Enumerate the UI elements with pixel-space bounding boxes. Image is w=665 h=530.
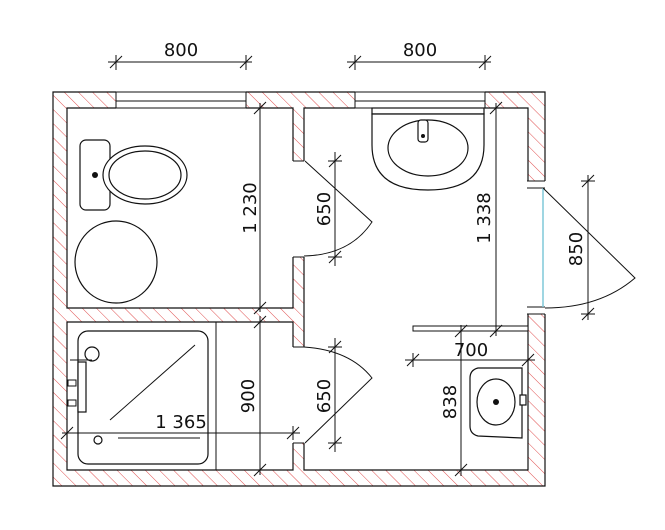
dim-window-left-label: 800 <box>164 40 198 61</box>
door-wc <box>292 150 373 268</box>
window-left <box>115 90 247 109</box>
dim-wc-depth: 1 230 <box>240 101 267 315</box>
bath-faucet <box>67 346 100 413</box>
washbasin-small <box>469 367 527 439</box>
dim-bath-room-depth: 900 <box>238 315 267 477</box>
dim-vanity-width: 700 <box>405 340 535 367</box>
door-bath <box>292 346 373 444</box>
toilet <box>79 139 188 211</box>
dim-hall-depth-label: 1 338 <box>474 192 495 244</box>
vanity-partition <box>412 325 529 332</box>
dim-wc-depth-label: 1 230 <box>240 182 261 234</box>
dim-window-left: 800 <box>108 40 253 70</box>
dim-entrance-door-label: 850 <box>566 232 587 266</box>
window-right <box>354 90 486 109</box>
walls <box>52 91 546 487</box>
dim-door-wc: 650 <box>314 152 342 266</box>
dim-vanity-depth: 838 <box>440 324 468 477</box>
dim-window-right: 800 <box>347 40 492 70</box>
dim-hall-depth: 1 338 <box>474 101 503 338</box>
door-entrance <box>527 180 636 315</box>
dim-vanity-depth-label: 838 <box>440 385 461 419</box>
round-fixture <box>74 220 158 304</box>
dim-bath-length-label: 1 365 <box>155 412 207 433</box>
dim-window-right-label: 800 <box>403 40 437 61</box>
dim-door-bath-label: 650 <box>314 379 335 413</box>
dim-bath-room-depth-label: 900 <box>238 379 259 413</box>
dim-vanity-width-label: 700 <box>454 340 488 361</box>
dim-entrance-door: 850 <box>566 174 595 321</box>
dim-door-wc-label: 650 <box>314 192 335 226</box>
dim-bath-length: 1 365 <box>60 412 300 440</box>
washbasin-large <box>371 107 485 191</box>
dim-door-bath: 650 <box>314 338 342 452</box>
